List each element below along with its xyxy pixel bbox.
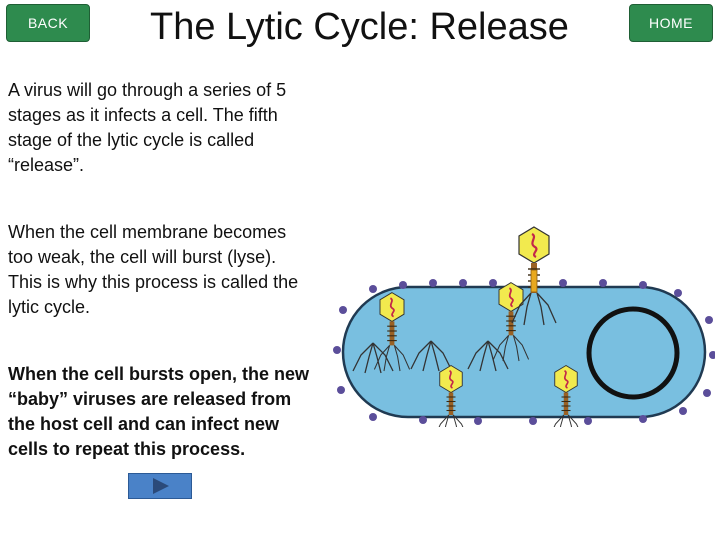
next-button[interactable] <box>128 473 192 499</box>
back-button[interactable]: BACK <box>6 4 90 42</box>
intro-paragraph: A virus will go through a series of 5 st… <box>8 80 287 175</box>
lysing-cell-illustration <box>333 215 715 427</box>
home-button[interactable]: HOME <box>629 4 713 42</box>
lyse-paragraph: When the cell membrane becomes too weak,… <box>8 222 299 317</box>
release-paragraph: When the cell bursts open, the new “baby… <box>8 364 310 459</box>
page-title: The Lytic Cycle: Release <box>150 6 569 48</box>
play-arrow-icon <box>153 478 169 494</box>
